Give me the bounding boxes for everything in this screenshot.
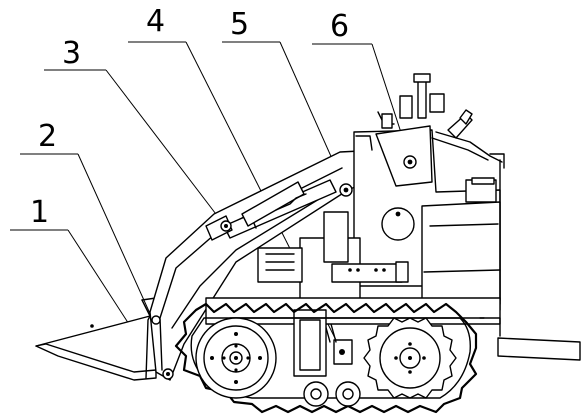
- chassis: [205, 125, 581, 377]
- bucket: [35, 297, 157, 381]
- callout-number-3: 3: [62, 36, 81, 71]
- rear-sprocket: [363, 317, 457, 399]
- callout-number-6: 6: [330, 9, 349, 44]
- callout-2: 2: [20, 119, 153, 319]
- callout-number-2: 2: [38, 119, 57, 154]
- control-levers: [377, 73, 503, 163]
- callout-number-5: 5: [230, 7, 249, 42]
- callout-2-leader: [77, 153, 153, 319]
- front-wheel: [195, 317, 277, 399]
- callout-number-1: 1: [30, 195, 49, 230]
- callout-3-leader: [105, 69, 223, 223]
- callout-3: 3: [44, 36, 223, 223]
- road-rollers: [303, 381, 361, 407]
- pivot-pins: [151, 183, 353, 380]
- callout-number-4: 4: [146, 4, 165, 39]
